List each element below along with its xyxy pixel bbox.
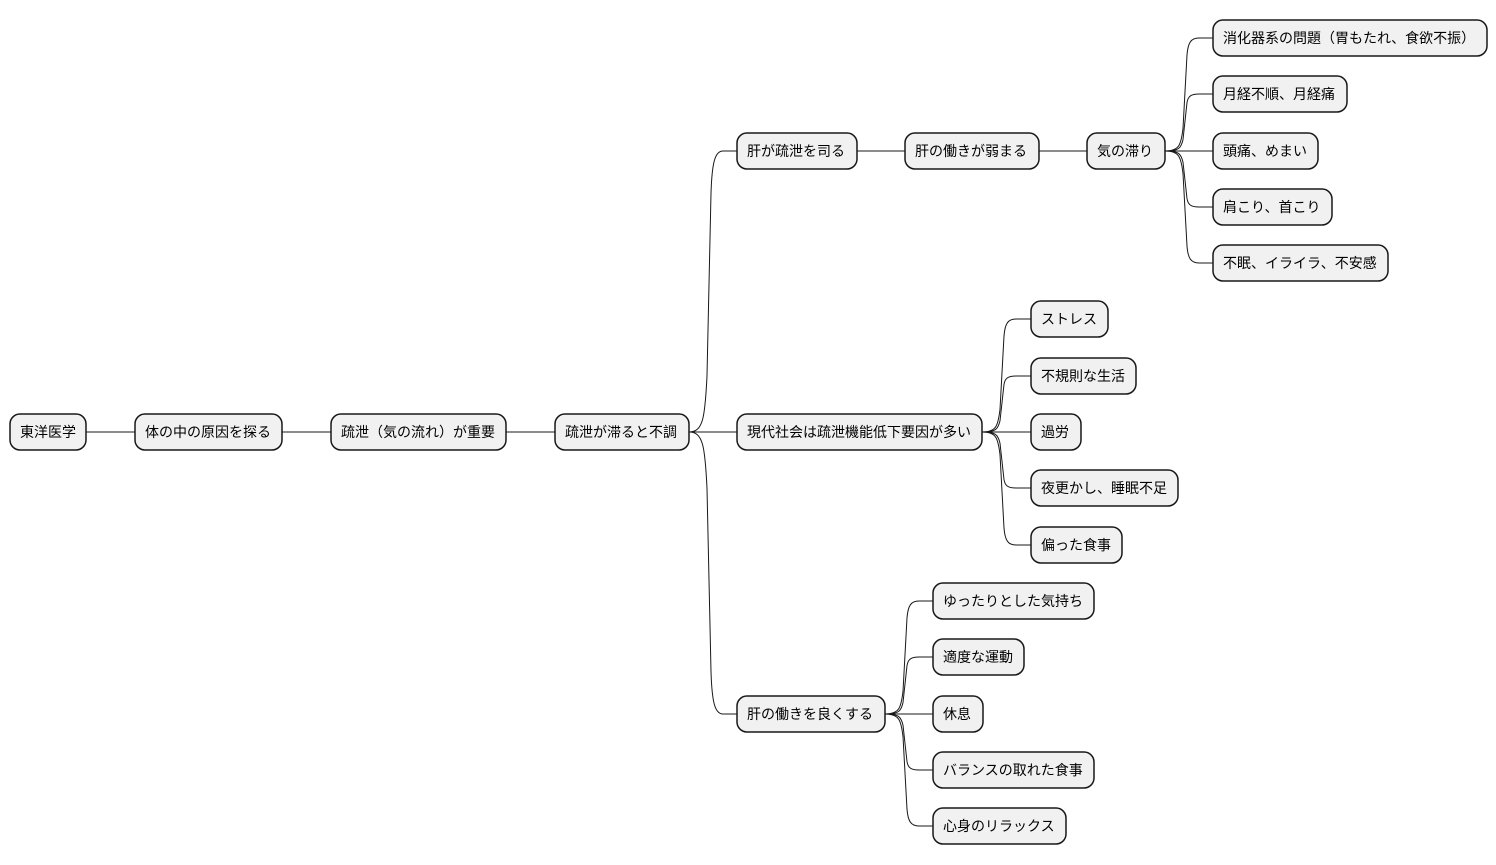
edge-b1-b3 <box>981 375 1031 433</box>
mindmap-node-a4: 消化器系の問題（胃もたれ、食欲不振） <box>1212 19 1488 57</box>
node-label: 心身のリラックス <box>943 819 1055 835</box>
mindmap-node-b2: ストレス <box>1030 300 1109 338</box>
node-label: バランスの取れた食事 <box>943 762 1083 779</box>
node-label: 疏泄（気の流れ）が重要 <box>341 425 495 441</box>
mindmap-node-c2: ゆったりとした気持ち <box>932 582 1095 620</box>
node-label: 過労 <box>1041 425 1069 441</box>
mindmap-node-b5: 夜更かし、睡眠不足 <box>1030 469 1179 507</box>
node-box <box>134 413 283 451</box>
node-box <box>932 807 1067 845</box>
node-label: 不眠、イライラ、不安感 <box>1223 255 1377 272</box>
node-box <box>904 132 1040 170</box>
mindmap-node-c4: 休息 <box>932 695 984 733</box>
mindmap-nodes: 東洋医学体の中の原因を探る疏泄（気の流れ）が重要疏泄が滞ると不調肝が疏泄を司る肝… <box>9 19 1488 845</box>
node-box <box>932 695 984 733</box>
mindmap-node-root: 東洋医学 <box>9 413 87 451</box>
node-box <box>932 582 1095 620</box>
edge-b1-b5 <box>981 431 1031 489</box>
node-label: 偏った食事 <box>1041 537 1111 554</box>
node-label: 体の中の原因を探る <box>145 425 271 441</box>
node-box <box>932 751 1095 789</box>
node-box <box>932 638 1025 676</box>
node-label: 東洋医学 <box>20 425 76 441</box>
node-label: ストレス <box>1041 312 1097 328</box>
edge-a3-a4 <box>1164 37 1213 152</box>
node-box <box>1212 75 1348 113</box>
node-label: 肝の働きが弱まる <box>915 144 1027 160</box>
edge-n3-c1 <box>688 431 737 715</box>
node-label: ゆったりとした気持ち <box>943 594 1083 610</box>
node-label: 頭痛、めまい <box>1223 143 1307 160</box>
node-label: 月経不順、月経痛 <box>1223 86 1335 103</box>
edge-b1-b2 <box>981 318 1031 433</box>
edge-c1-c2 <box>884 600 933 715</box>
node-box <box>1212 244 1389 282</box>
node-box <box>330 413 507 451</box>
node-box <box>1030 469 1179 507</box>
mindmap-node-n3: 疏泄が滞ると不調 <box>554 413 690 451</box>
node-box <box>736 132 858 170</box>
node-label: 夜更かし、睡眠不足 <box>1041 481 1167 497</box>
mindmap-node-c5: バランスの取れた食事 <box>932 751 1095 789</box>
node-label: 疏泄が滞ると不調 <box>565 425 677 441</box>
node-box <box>1212 19 1488 57</box>
node-box <box>1030 357 1137 395</box>
edge-b1-b6 <box>981 431 1031 546</box>
mindmap-node-n2: 疏泄（気の流れ）が重要 <box>330 413 507 451</box>
mindmap-node-c3: 適度な運動 <box>932 638 1025 676</box>
mindmap-node-a6: 頭痛、めまい <box>1212 132 1319 170</box>
edge-a3-a8 <box>1164 150 1213 264</box>
mindmap-node-a8: 不眠、イライラ、不安感 <box>1212 244 1389 282</box>
edge-c1-c6 <box>884 713 933 827</box>
node-label: 休息 <box>943 706 971 723</box>
mindmap-node-b3: 不規則な生活 <box>1030 357 1137 395</box>
mindmap-node-c6: 心身のリラックス <box>932 807 1067 845</box>
node-label: 消化器系の問題（胃もたれ、食欲不振） <box>1223 30 1475 47</box>
node-label: 不規則な生活 <box>1041 369 1125 385</box>
mindmap-node-b1: 現代社会は疏泄機能低下要因が多い <box>736 413 983 451</box>
node-box <box>736 695 886 733</box>
edge-n3-a1 <box>688 150 737 433</box>
node-label: 気の滞り <box>1097 144 1153 160</box>
node-box <box>1212 188 1333 226</box>
mindmap-node-a5: 月経不順、月経痛 <box>1212 75 1348 113</box>
mindmap-edges <box>86 37 1213 827</box>
mindmap-node-n1: 体の中の原因を探る <box>134 413 283 451</box>
node-label: 肝が疏泄を司る <box>747 144 845 160</box>
node-box <box>1086 132 1166 170</box>
mindmap-node-b6: 偏った食事 <box>1030 526 1123 564</box>
node-box <box>1030 526 1123 564</box>
node-label: 肝の働きを良くする <box>747 707 873 723</box>
node-box <box>1030 300 1109 338</box>
node-box <box>1030 413 1082 451</box>
mindmap-node-a7: 肩こり、首こり <box>1212 188 1333 226</box>
node-box <box>554 413 690 451</box>
node-label: 適度な運動 <box>943 649 1013 666</box>
node-box <box>9 413 87 451</box>
mindmap-node-a3: 気の滞り <box>1086 132 1166 170</box>
node-box <box>736 413 983 451</box>
node-label: 現代社会は疏泄機能低下要因が多い <box>747 424 971 441</box>
node-label: 肩こり、首こり <box>1223 200 1320 216</box>
mindmap-node-a2: 肝の働きが弱まる <box>904 132 1040 170</box>
edge-a3-a5 <box>1164 93 1213 152</box>
edge-a3-a7 <box>1164 150 1213 208</box>
edge-c1-c3 <box>884 656 933 715</box>
mindmap-node-c1: 肝の働きを良くする <box>736 695 886 733</box>
node-box <box>1212 132 1319 170</box>
mindmap-node-b4: 過労 <box>1030 413 1082 451</box>
edge-c1-c5 <box>884 713 933 771</box>
mindmap-node-a1: 肝が疏泄を司る <box>736 132 858 170</box>
